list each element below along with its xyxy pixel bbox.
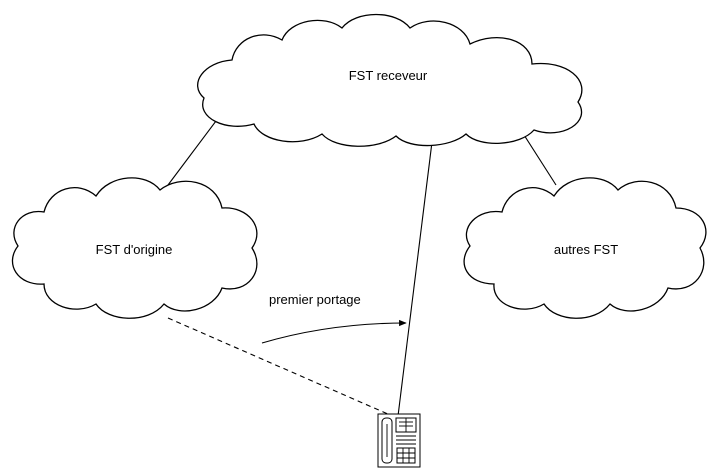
others-label: autres FST: [554, 242, 618, 257]
porting-arrow: [261, 319, 407, 344]
telephone-icon: [377, 413, 421, 468]
link-receiver-to-origin: [167, 112, 223, 186]
others-cloud: autres FST: [463, 177, 707, 319]
link-receiver-to-phone: [397, 141, 433, 417]
receiver-cloud: FST receveur: [197, 13, 583, 147]
receiver-label: FST receveur: [349, 68, 428, 83]
origin-label: FST d'origine: [96, 242, 173, 257]
link-origin-to-phone-dashed: [167, 317, 398, 419]
porting-label: premier portage: [269, 292, 361, 307]
origin-cloud: FST d'origine: [11, 177, 258, 319]
